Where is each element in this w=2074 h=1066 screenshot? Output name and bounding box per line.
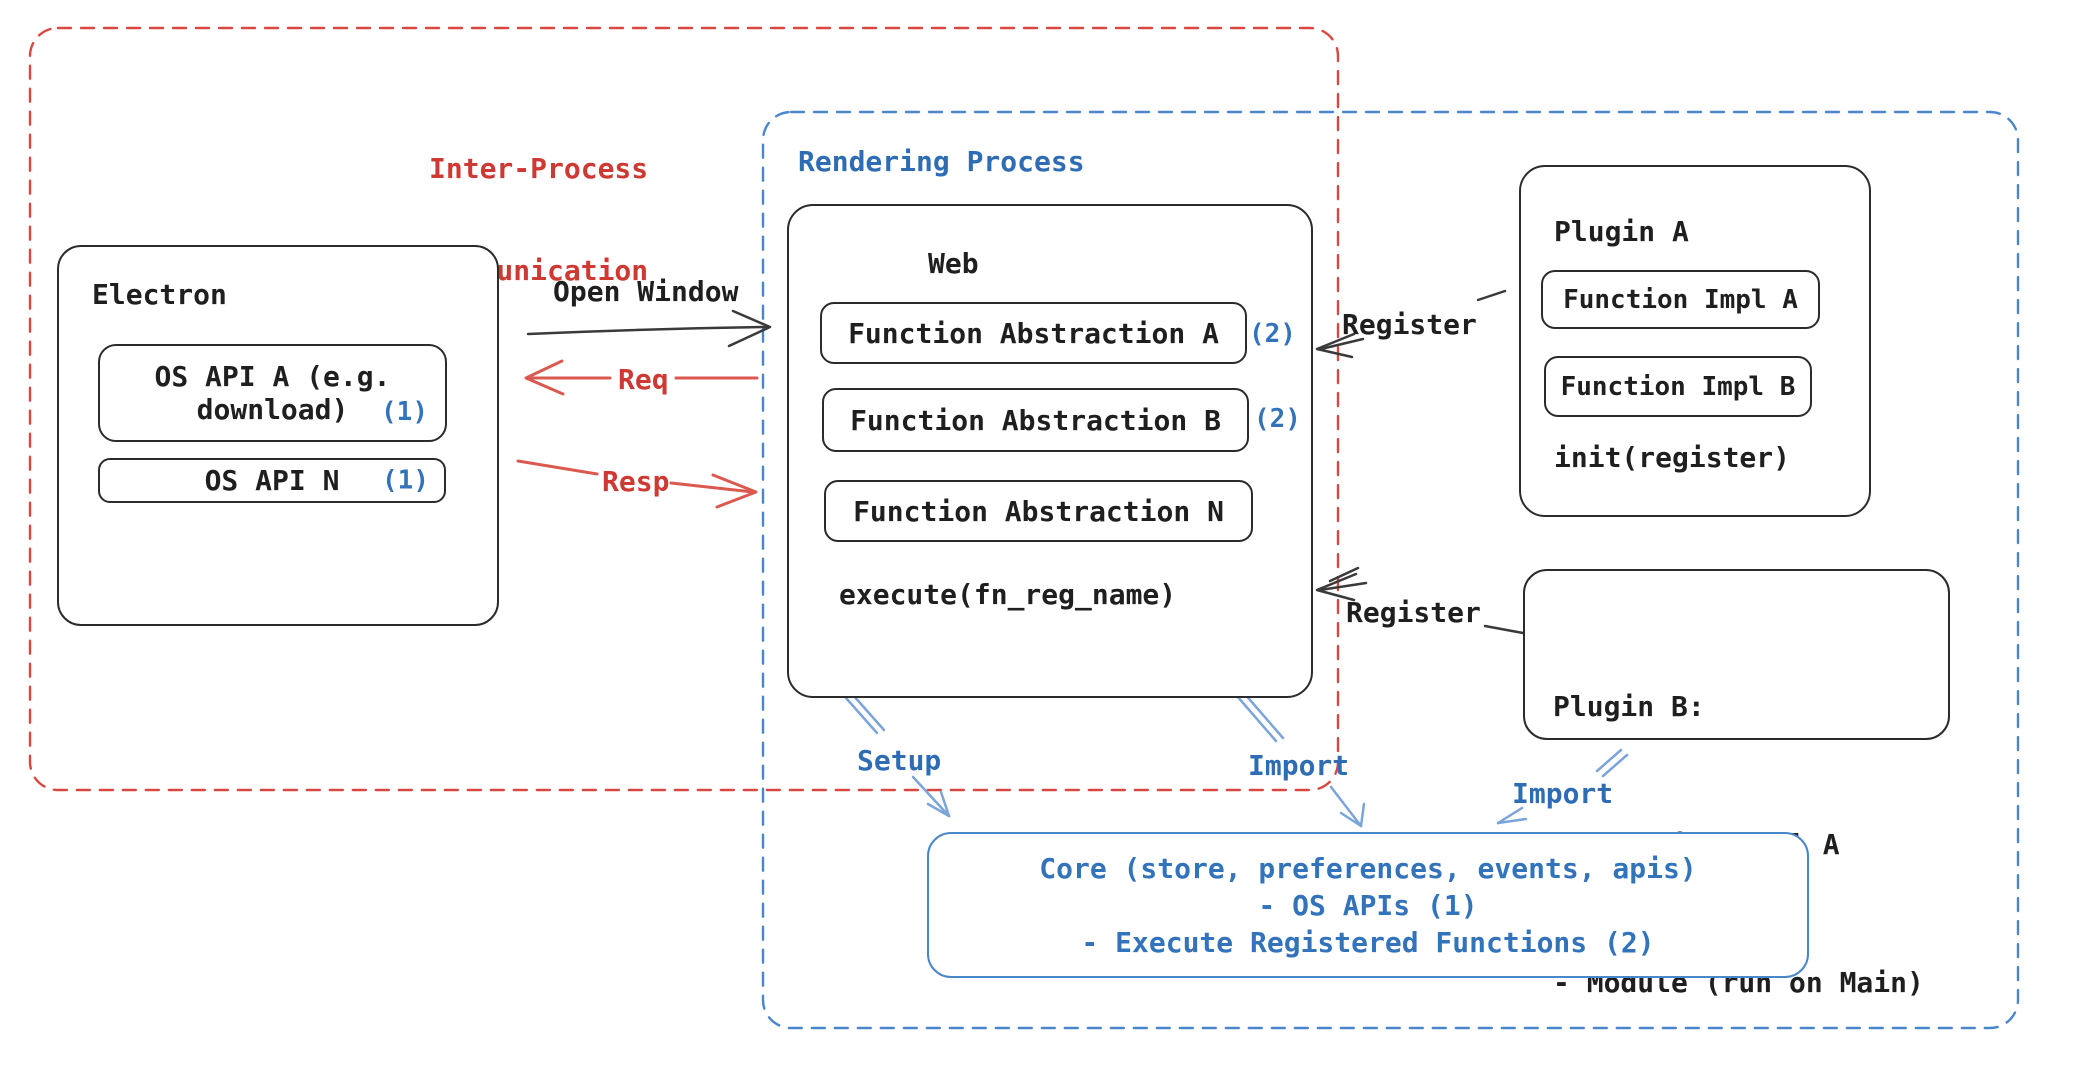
setup-label: Setup [857, 744, 942, 777]
web-title: Web [928, 247, 979, 280]
plugin-b-node [1523, 569, 1950, 740]
register-bottom-label: Register [1346, 596, 1481, 629]
plugin-a-title: Plugin A [1554, 215, 1689, 248]
register-top-label: Register [1342, 308, 1477, 341]
ipc-dashed-frame [28, 26, 1340, 792]
os-api-a-badge: (1) [381, 397, 428, 427]
import-right-arrow [1496, 748, 1629, 825]
plugin-a-node [1519, 165, 1871, 517]
os-api-n-node: OS API N (1) [98, 458, 446, 503]
open-window-arrow [526, 309, 772, 348]
os-api-n-badge: (1) [382, 465, 429, 495]
rendering-frame-title: Rendering Process [798, 145, 1085, 178]
import-left-label: Import [1248, 749, 1350, 782]
core-line2: - OS APIs (1) [1258, 888, 1478, 922]
function-abstraction-n-label: Function Abstraction N [853, 494, 1224, 528]
register-top-arrow [1315, 289, 1507, 359]
function-abstraction-a-badge: (2) [1249, 319, 1296, 349]
req-label: Req [618, 363, 669, 396]
function-abstraction-b-label: Function Abstraction B [850, 403, 1221, 437]
function-abstraction-a-node: Function Abstraction A [820, 302, 1247, 364]
plugin-a-impl-b-label: Function Impl B [1560, 371, 1796, 402]
os-api-n-label: OS API N [204, 464, 340, 497]
resp-arrow [516, 459, 758, 509]
function-abstraction-n-node: Function Abstraction N [824, 480, 1253, 542]
plugin-a-impl-b-node: Function Impl B [1544, 356, 1812, 417]
open-window-label: Open Window [553, 275, 739, 308]
ipc-frame-title: Inter-Process Communication [429, 84, 648, 356]
import-right-label: Import [1512, 777, 1614, 810]
core-line3: - Execute Registered Functions (2) [1081, 925, 1655, 959]
os-api-a-line1: OS API A (e.g. [154, 360, 391, 393]
rendering-dashed-frame [761, 110, 2020, 1030]
core-line1: Core (store, preferences, events, apis) [1039, 851, 1697, 885]
execute-label: execute(fn_reg_name) [839, 578, 1177, 611]
setup-arrow [844, 693, 951, 818]
plugin-a-impl-a-node: Function Impl A [1541, 270, 1820, 329]
req-arrow [524, 359, 759, 396]
resp-label: Resp [602, 465, 670, 498]
function-abstraction-b-node: Function Abstraction B [822, 388, 1249, 452]
plugin-a-impl-a-label: Function Impl A [1563, 284, 1798, 315]
plugin-b-line1: Plugin B: [1553, 690, 1705, 723]
core-text: Core (store, preferences, events, apis) … [929, 834, 1807, 976]
plugin-b-text: Plugin B: - Function Impl A - Module (ru… [1553, 592, 1924, 1066]
import-left-arrow [1235, 691, 1366, 828]
os-api-a-line2: download) [196, 393, 349, 426]
ipc-frame-title-line1: Inter-Process [429, 152, 649, 185]
function-abstraction-a-label: Function Abstraction A [848, 316, 1219, 350]
core-node: Core (store, preferences, events, apis) … [927, 832, 1809, 978]
plugin-a-init-label: init(register) [1554, 441, 1791, 474]
electron-title: Electron [92, 278, 227, 311]
register-bottom-arrow [1315, 566, 1525, 635]
os-api-a-node: OS API A (e.g. download) (1) [98, 344, 447, 442]
function-abstraction-b-badge: (2) [1254, 404, 1301, 434]
